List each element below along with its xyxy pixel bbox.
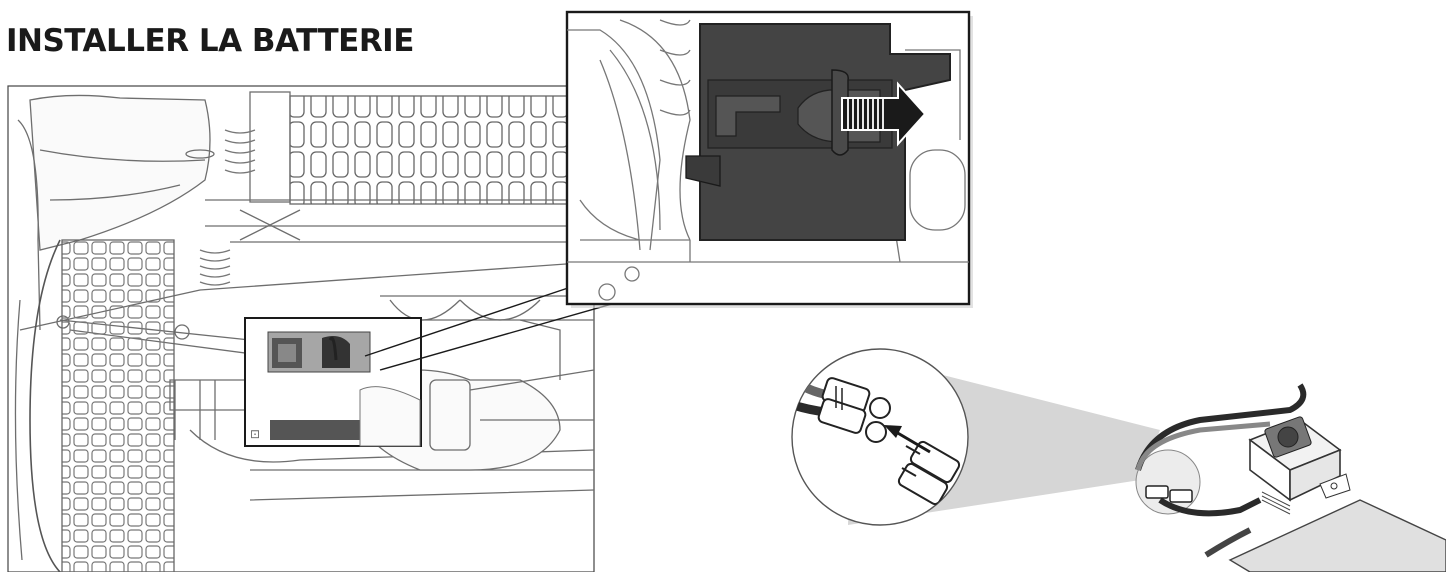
connector-diagram xyxy=(791,348,1446,572)
callout-line xyxy=(364,287,569,357)
left-arrow-icon xyxy=(884,425,931,454)
svg-text:⊡: ⊡ xyxy=(250,427,260,441)
latch-zoom-inset xyxy=(565,10,973,308)
battery-pack xyxy=(1228,499,1446,572)
callout-line xyxy=(379,295,641,371)
right-arrow-icon xyxy=(841,81,927,147)
latch-detail-box: ⊡ xyxy=(244,317,422,447)
esc-unit xyxy=(1248,416,1351,515)
page-title: INSTALLER LA BATTERIE xyxy=(6,23,414,59)
battery-connector xyxy=(817,377,891,443)
vehicle-underside-view: ⊡ xyxy=(7,85,641,572)
